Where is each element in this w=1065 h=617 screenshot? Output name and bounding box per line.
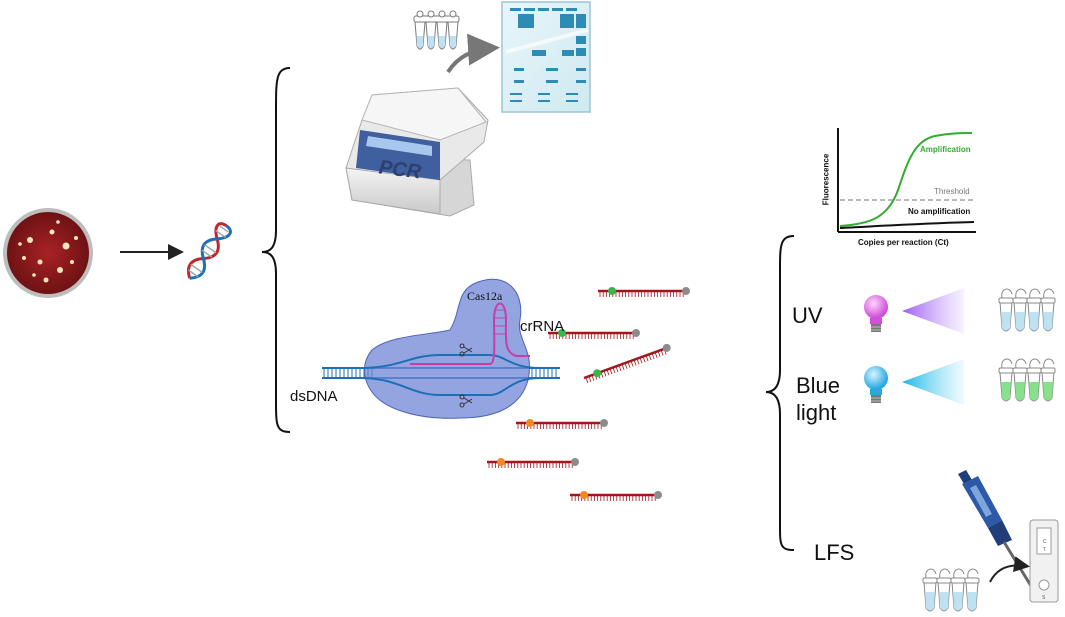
blue-light-tubes-icon [998, 358, 1056, 402]
scissors-icon-top [459, 343, 473, 357]
plot-threshold-label: Threshold [934, 187, 970, 196]
plot-xlabel: Copies per reaction (Ct) [858, 238, 949, 247]
tube [1026, 358, 1042, 402]
reporter-probe [570, 491, 662, 501]
reporter-probe [487, 458, 579, 468]
strip-s-label: S [1042, 595, 1046, 601]
reporter-probe [598, 287, 690, 297]
reporter-probe [583, 343, 671, 384]
lfs-tubes-icon [922, 568, 980, 612]
cas12a-complex [322, 278, 560, 419]
uv-bulb-icon [864, 295, 888, 332]
tube [950, 568, 966, 612]
dsdna-label: dsDNA [290, 388, 338, 405]
qpcr-plot [837, 128, 976, 233]
tube [964, 568, 980, 612]
lateral-flow-strip-icon: C T S [1029, 519, 1059, 603]
tube [922, 568, 938, 612]
arrow-to-gel [446, 33, 500, 74]
plot-ylabel: Fluorescence [821, 153, 831, 206]
reporter-probe [516, 419, 608, 429]
petri-dish-icon [3, 208, 93, 298]
blue-light-label-line1: Blue [796, 373, 841, 398]
plot-amplification-label: Amplification [920, 145, 971, 154]
dna-helix-icon [186, 222, 232, 280]
blue-bulb-icon [864, 366, 888, 403]
cas12a-protein [364, 278, 530, 419]
scissors-icon-bottom [459, 394, 473, 408]
tube [998, 288, 1014, 332]
reporter-probes [487, 287, 690, 501]
plot-no-amplification-label: No amplification [908, 207, 971, 216]
pcr-label: PCR [378, 157, 423, 184]
tube [936, 568, 952, 612]
tube [1040, 288, 1056, 332]
strip-c-label: C [1043, 539, 1047, 545]
tube [998, 358, 1014, 402]
tube [1040, 358, 1056, 402]
crrna-label: crRNA [520, 318, 565, 335]
no-amplification-curve [839, 221, 975, 229]
crrna-strand [410, 302, 530, 365]
arrow-to-strip [989, 556, 1030, 583]
left-brace [261, 67, 291, 433]
lfs-label: LFS [814, 540, 855, 565]
blue-light-label-line2: light [796, 400, 837, 425]
uv-light-beam [902, 288, 964, 334]
strip-t-label: T [1043, 547, 1046, 553]
tube [1012, 288, 1028, 332]
pcr-tubes-small-icon [413, 10, 460, 50]
uv-tubes-icon [998, 288, 1056, 332]
tube [1012, 358, 1028, 402]
gel-electrophoresis-icon [501, 1, 591, 113]
amplification-curve [839, 132, 973, 227]
right-brace [765, 235, 795, 551]
blue-light-beam [902, 359, 964, 405]
uv-label: UV [792, 303, 823, 328]
cas12a-label: Cas12a [467, 289, 503, 303]
tube [1026, 288, 1042, 332]
reporter-probe [548, 329, 640, 339]
pcr-machine-icon: PCR [345, 87, 489, 217]
